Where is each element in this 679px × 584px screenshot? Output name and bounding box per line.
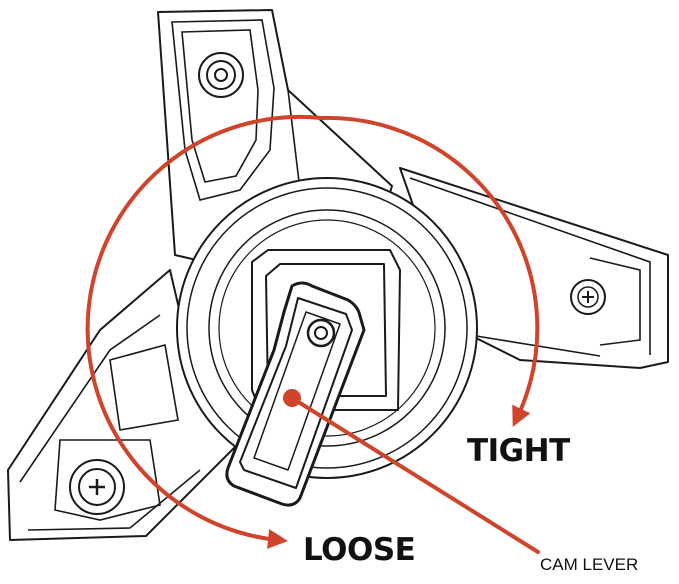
loose-arrow: [85, 114, 324, 549]
cam-lever-callout: [283, 389, 540, 554]
arm-details: [19, 19, 651, 531]
tight-arrow: [319, 115, 540, 428]
phillips-screw-icon: [69, 279, 606, 515]
loose-label: LOOSE: [303, 532, 416, 568]
inner-ring-2: [218, 219, 436, 437]
cam-lever-label: CAM LEVER: [540, 555, 639, 574]
inner-ring: [208, 209, 446, 447]
tight-label: TIGHT: [467, 433, 570, 469]
cam-lever-pivot: [306, 318, 336, 348]
mid-ring: [186, 187, 468, 469]
rotation-arrows: [85, 114, 540, 549]
hex-screw-icon: [198, 52, 244, 98]
